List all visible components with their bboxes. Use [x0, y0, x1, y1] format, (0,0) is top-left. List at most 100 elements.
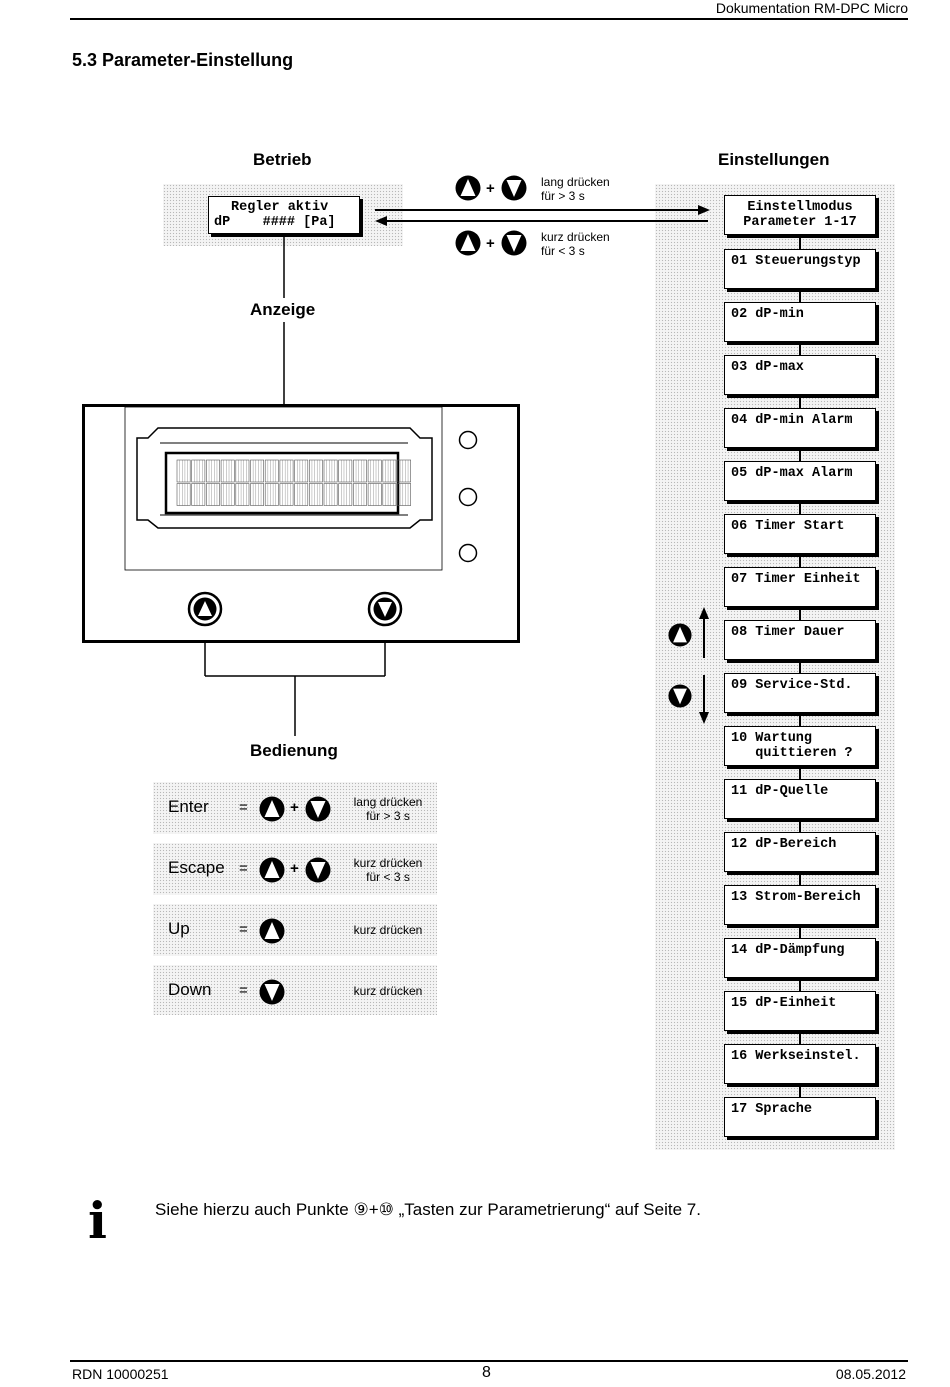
lcd-cell — [250, 459, 264, 483]
lcd-cell — [323, 483, 338, 506]
lcd-cell — [294, 459, 309, 483]
param-box-11: 11 dP-Quelle — [724, 779, 876, 819]
settings-mode-line-2: Parameter 1-17 — [743, 215, 857, 230]
document-header-title: Dokumentation RM-DPC Micro — [715, 0, 908, 16]
legend-equals: = — [239, 921, 248, 938]
param-line-1: 09 Service-Std. — [731, 678, 853, 693]
param-box-04: 04 dP-min Alarm — [724, 408, 876, 448]
einstellungen-title: Einstellungen — [718, 150, 830, 169]
param-line-2: quittieren ? — [731, 746, 853, 761]
down-button-icon — [501, 175, 527, 201]
plus-sign: + — [486, 180, 495, 197]
param-line-1: 08 Timer Dauer — [731, 625, 845, 640]
lcd-cell — [367, 459, 382, 483]
plus-sign: + — [290, 799, 299, 816]
short-press-text: kurz drücken für < 3 s — [541, 230, 610, 258]
param-box-14: 14 dP-Dämpfung — [724, 938, 876, 978]
param-box-10: 10 Wartung quittieren ? — [724, 726, 876, 766]
long-press-text: lang drücken für > 3 s — [541, 175, 610, 203]
legend-up-desc: kurz drücken — [338, 923, 438, 937]
legend-up-label: Up — [168, 919, 190, 938]
param-line-1: 10 Wartung — [731, 731, 813, 746]
param-box-08: 08 Timer Dauer — [724, 620, 876, 660]
section-title: 5.3 Parameter-Einstellung — [72, 50, 294, 70]
legend-enter-desc: lang drücken für > 3 s — [338, 795, 438, 823]
lcd-cell — [250, 483, 264, 506]
lcd-cell — [338, 483, 353, 506]
bedienung-label: Bedienung — [250, 741, 338, 760]
lcd-cell — [235, 459, 250, 483]
lcd-cell — [235, 483, 250, 506]
up-button-icon — [259, 918, 285, 944]
param-line-1: 06 Timer Start — [731, 519, 845, 534]
settings-mode-line-1: Einstellmodus — [747, 200, 853, 215]
up-button-icon — [455, 230, 481, 256]
lcd-cell — [353, 483, 367, 506]
param-box-01: 01 Steuerungstyp — [724, 249, 876, 289]
nav-down-button-icon — [668, 684, 692, 708]
info-icon: i — [88, 1191, 107, 1250]
long-press-line-2: für > 3 s — [541, 189, 585, 203]
device-illustration — [82, 404, 520, 643]
legend-escape-label: Escape — [168, 858, 225, 877]
legend-up-background — [153, 904, 437, 956]
legend-desc-line-1: kurz drücken — [353, 856, 423, 870]
down-button-icon — [305, 796, 331, 822]
param-box-05: 05 dP-max Alarm — [724, 461, 876, 501]
short-press-line-1: kurz drücken — [541, 230, 610, 244]
lcd-cell — [338, 459, 353, 483]
lcd-cell — [397, 459, 411, 483]
lcd-cell — [191, 483, 206, 506]
lcd-cell — [353, 459, 367, 483]
note-text: Siehe hierzu auch Punkte ⑨+⑩ „Tasten zur… — [155, 1200, 701, 1219]
legend-down-background — [153, 965, 437, 1015]
lcd-cell — [367, 483, 382, 506]
param-line-1: 15 dP-Einheit — [731, 996, 837, 1011]
legend-down-desc: kurz drücken — [338, 984, 438, 998]
legend-enter-background — [153, 782, 437, 834]
up-button-icon — [455, 175, 481, 201]
legend-desc-line-1: kurz drücken — [353, 923, 423, 937]
legend-desc-line-2: für < 3 s — [366, 870, 410, 884]
param-line-1: 07 Timer Einheit — [731, 572, 861, 587]
lcd-cell — [309, 483, 323, 506]
param-box-02: 02 dP-min — [724, 302, 876, 342]
param-box-06: 06 Timer Start — [724, 514, 876, 554]
up-button-icon — [259, 796, 285, 822]
display-line-2: dP #### [Pa] — [214, 215, 336, 230]
lcd-cell — [294, 483, 309, 506]
legend-equals: = — [239, 860, 248, 877]
display-line-1: Regler aktiv — [231, 200, 329, 215]
lcd-cell — [382, 459, 397, 483]
footer-rule — [70, 1360, 908, 1362]
lcd-cell — [279, 483, 294, 506]
lcd-cell — [279, 459, 294, 483]
lcd-cell — [309, 459, 323, 483]
legend-escape-desc: kurz drücken für < 3 s — [338, 856, 438, 884]
param-line-1: 17 Sprache — [731, 1102, 813, 1117]
legend-desc-line-1: kurz drücken — [353, 984, 423, 998]
down-button-icon — [259, 979, 285, 1005]
param-line-1: 03 dP-max — [731, 360, 804, 375]
param-box-07: 07 Timer Einheit — [724, 567, 876, 607]
betrieb-title: Betrieb — [253, 150, 312, 169]
settings-mode-box: Einstellmodus Parameter 1-17 — [724, 195, 876, 235]
settings-background — [655, 184, 895, 1150]
param-line-1: 13 Strom-Bereich — [731, 890, 861, 905]
legend-escape-background — [153, 843, 437, 895]
lcd-cell — [220, 459, 235, 483]
legend-equals: = — [239, 799, 248, 816]
param-box-16: 16 Werkseinstel. — [724, 1044, 876, 1084]
short-press-line-2: für < 3 s — [541, 244, 585, 258]
lcd-cell — [220, 483, 235, 506]
lcd-cell — [206, 483, 220, 506]
down-button-icon — [305, 857, 331, 883]
legend-equals: = — [239, 982, 248, 999]
param-line-1: 01 Steuerungstyp — [731, 254, 861, 269]
lcd-cell — [206, 459, 220, 483]
param-line-1: 05 dP-max Alarm — [731, 466, 853, 481]
lcd-cell — [176, 459, 191, 483]
up-button-icon — [259, 857, 285, 883]
param-line-1: 12 dP-Bereich — [731, 837, 837, 852]
param-box-12: 12 dP-Bereich — [724, 832, 876, 872]
